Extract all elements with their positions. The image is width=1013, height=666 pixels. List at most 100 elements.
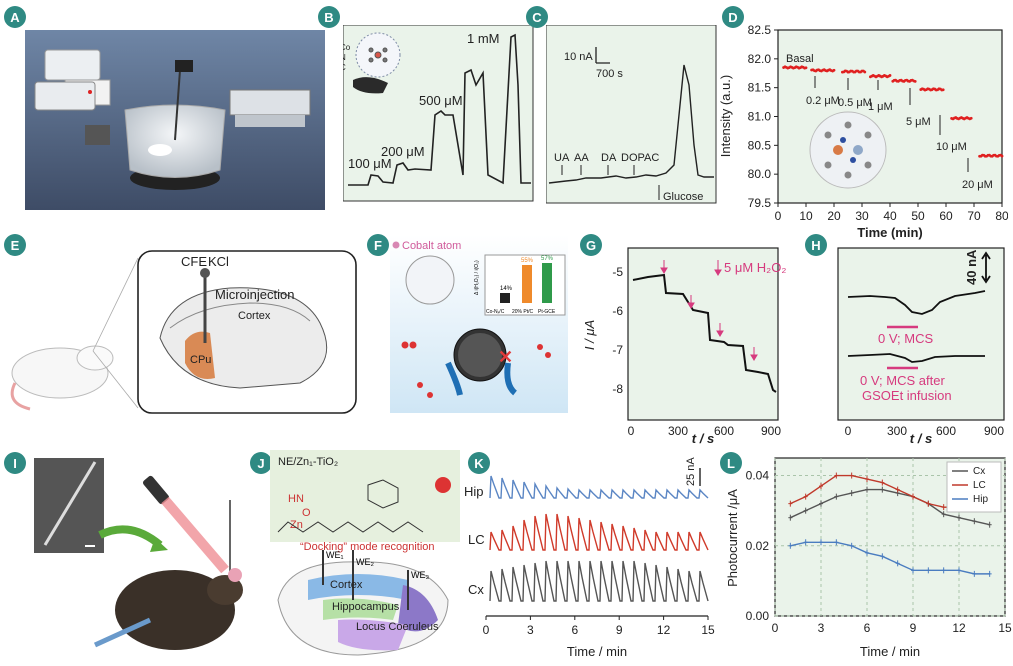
k-xtick-2: 6 (571, 623, 578, 637)
k-trace-line-0 (489, 475, 709, 499)
label-ua: UA (554, 152, 570, 164)
panel-e-illustration: CFE KCl Microinjection Cortex CPu (10, 250, 357, 414)
label-cpu: CPu (190, 354, 211, 366)
l-legend-label-2: Hip (973, 494, 988, 505)
label-kcl: KCl (208, 254, 229, 269)
k-scale: 25 nA (685, 457, 697, 486)
badge-i: I (4, 452, 26, 474)
d-ytick-4: 81.5 (748, 81, 772, 95)
f-cat-1: Co-Nₓ/C (486, 309, 505, 315)
j-we1: WE₁ (326, 550, 344, 560)
g-ylabel: I / μA (582, 320, 597, 350)
h-xlabel: t / s (910, 431, 932, 445)
panel-a: A (0, 0, 340, 215)
label-da: DA (601, 152, 617, 164)
panel-j: J NE/Zn₁-TiO₂ HN O Zn “Docking” mode rec… (248, 448, 468, 666)
label-cfe: CFE (181, 254, 207, 269)
k-trace-lc: LC (468, 532, 485, 547)
d-annotation-1: 0.2 μM (806, 95, 840, 107)
d-xtick-2: 20 (827, 209, 841, 223)
chart-l: Time / min Photocurrent /μA 0.00 0.02 0.04… (725, 457, 1012, 659)
h-scale: 40 nA (964, 249, 979, 285)
panel-h: H 0 V; MCS 0 V; MCS after GSOEt infusion… (800, 230, 1013, 445)
panel-e: E CFE KCl Microinjection Cortex CPu (0, 230, 365, 420)
l-xtick-3: 9 (910, 621, 917, 635)
f-title: Cobalt atom (402, 240, 461, 252)
l-ytick-0: 0.00 (746, 609, 770, 623)
panel-a-photo (25, 30, 325, 210)
scale-700s: 700 s (596, 68, 623, 80)
j-we3: WE₃ (411, 570, 429, 580)
l-xtick-0: 0 (772, 621, 779, 635)
legend-c: C (343, 63, 346, 72)
d-ylabel: Intensity (a.u.) (718, 75, 733, 157)
d-xtick-7: 70 (967, 209, 981, 223)
d-point-0 (804, 66, 808, 70)
h-label-2a: 0 V; MCS after (860, 373, 945, 388)
j-we2: WE₂ (356, 557, 374, 567)
x-mark-icon: ✕ (498, 347, 513, 367)
g-xtick-2: 300 (668, 424, 688, 438)
d-annotation-3: 1 μM (868, 101, 893, 113)
d-ytick-0: 79.5 (748, 196, 772, 210)
panel-b: B Co N C 100 μM 200 μM 500 μM 1 mM (318, 0, 543, 215)
j-mode: “Docking” mode recognition (300, 541, 435, 553)
k-xtick-4: 12 (657, 623, 671, 637)
label-100um: 100 μM (348, 156, 392, 171)
g-xtick-1: 0 (628, 424, 635, 438)
badge-j: J (250, 452, 272, 474)
h-xtick-3: 600 (936, 424, 956, 438)
f-val-2: 55% (521, 258, 534, 264)
k-xtick-1: 3 (527, 623, 534, 637)
d-xtick-1: 10 (799, 209, 813, 223)
h-xtick-4: 900 (984, 424, 1004, 438)
g-annotation: 5 μM H₂O₂ (724, 260, 786, 275)
badge-g: G (580, 234, 602, 256)
panel-i-illustration (34, 458, 243, 650)
l-legend-label-1: LC (973, 480, 986, 491)
d-point-5 (941, 88, 945, 92)
g-xlabel: t / s (692, 431, 714, 445)
h-xtick-1: 0 (845, 424, 852, 438)
j-atom-hn: HN (288, 493, 304, 505)
d-ytick-2: 80.5 (748, 138, 772, 152)
crystal-structure-icon (809, 111, 887, 189)
d-ytick-6: 82.5 (748, 23, 772, 37)
l-xlabel: Time / min (860, 644, 920, 659)
badge-k: K (468, 452, 490, 474)
h-xtick-2: 300 (887, 424, 907, 438)
chart-g: 5 μM H₂O₂ -5 -6 -7 -8 0 300 600 900 t / … (582, 247, 786, 445)
f-val-1: 14% (500, 286, 513, 292)
f-ylabel: Δ i(H₂O₂) / i(O₂) (474, 260, 480, 295)
k-trace-line-2 (489, 560, 709, 602)
f-cat-3: Pt-GCE (538, 309, 556, 315)
badge-d: D (722, 6, 744, 28)
label-1mm: 1 mM (467, 31, 500, 46)
label-500um: 500 μM (419, 93, 463, 108)
k-trace-cx: Cx (468, 582, 484, 597)
h-label-2b: GSOEt infusion (862, 388, 952, 403)
legend-n: N (343, 53, 346, 62)
panel-i: I (0, 448, 250, 666)
d-xtick-8: 80 (995, 209, 1008, 223)
l-ytick-1: 0.02 (746, 539, 770, 553)
l-xtick-2: 6 (864, 621, 871, 635)
panel-b-chart: Co N C 100 μM 200 μM 500 μM 1 mM (343, 25, 534, 202)
k-trace-line-1 (489, 513, 709, 551)
g-xtick-3: 600 (714, 424, 734, 438)
l-ytick-2: 0.04 (746, 469, 770, 483)
j-atom-zn: Zn (290, 519, 303, 531)
j-hippocampus: Hippocampus (332, 601, 400, 613)
k-xtick-3: 9 (616, 623, 623, 637)
panel-f-illustration: Cobalt atom 14% 55% 57% Co-Nₓ/C 20% Pt/C… (390, 235, 568, 413)
j-cortex: Cortex (330, 579, 363, 591)
l-ylabel: Photocurrent /μA (725, 489, 740, 587)
d-ytick-3: 81.0 (748, 110, 772, 124)
scale-10na: 10 nA (564, 51, 593, 63)
d-annotation-0: Basal (786, 53, 814, 65)
panel-c-chart: 10 nA 700 s UA AA DA DOPAC Glucose (546, 25, 717, 204)
d-ytick-5: 82.0 (748, 52, 772, 66)
